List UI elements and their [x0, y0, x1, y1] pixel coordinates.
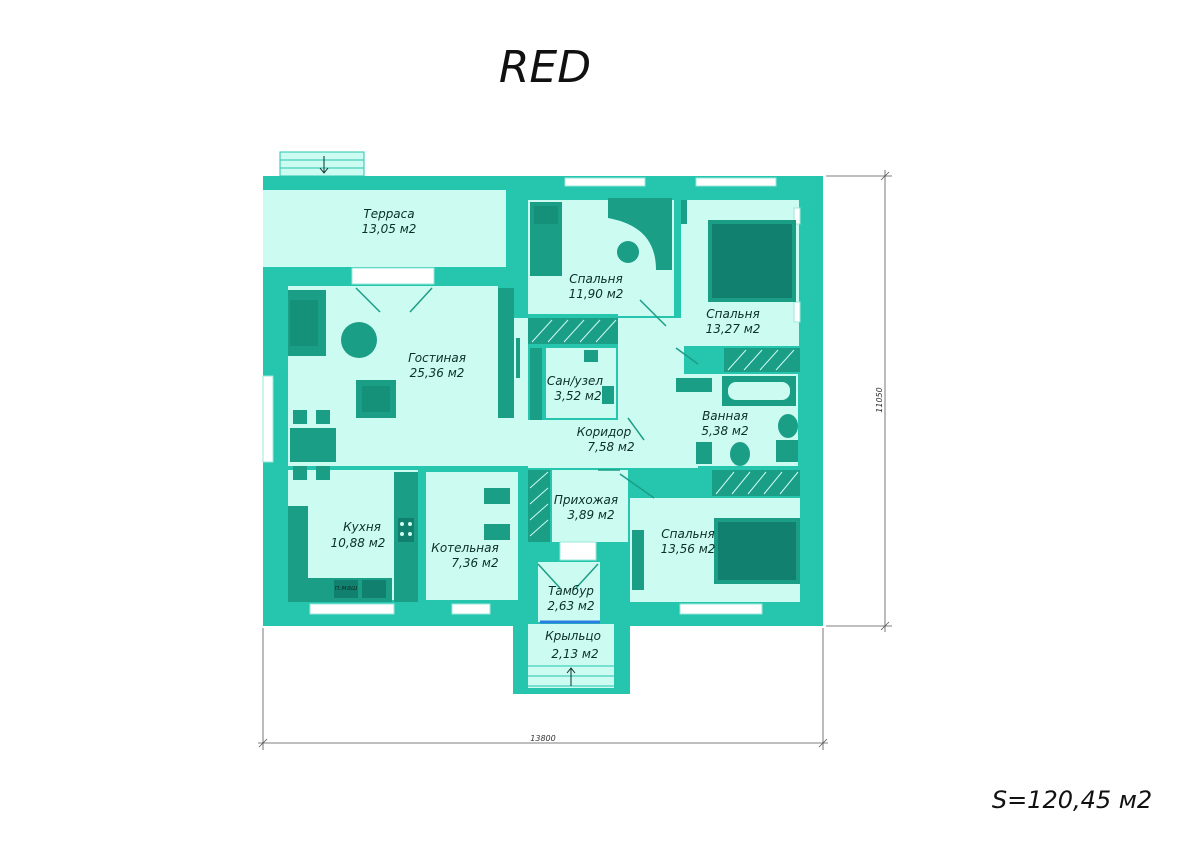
porch-steps — [528, 620, 614, 687]
dining-table — [290, 428, 336, 462]
room-area-kitchen: 10,88 м2 — [331, 536, 386, 550]
room-name-vestibule: Тамбур — [548, 584, 594, 598]
room-name-living-room: Гостиная — [408, 351, 466, 365]
terrace-steps — [279, 151, 365, 177]
sink — [778, 414, 798, 438]
room-area-terrace: 13,05 м2 — [362, 222, 417, 236]
room-name-bedroom-3: Спальня — [661, 527, 714, 541]
room-name-terrace: Терраса — [363, 207, 414, 221]
room-area-hallway: 3,89 м2 — [567, 508, 614, 522]
room-name-kitchen: Кухня — [343, 520, 381, 534]
dimension-lines — [258, 170, 892, 750]
width-dimension: 13800 — [530, 734, 555, 743]
room-name-bedroom-1: Спальня — [569, 272, 622, 286]
room-area-boiler-room: 7,36 м2 — [451, 556, 498, 570]
room-area-bedroom-3: 13,56 м2 — [661, 542, 716, 556]
room-area-bathroom: 5,38 м2 — [701, 424, 748, 438]
room-name-porch: Крыльцо — [545, 629, 601, 643]
room-area-bedroom-1: 11,90 м2 — [569, 287, 624, 301]
desk-chair — [617, 241, 639, 263]
furniture — [288, 198, 800, 602]
bath-toilet — [696, 442, 712, 464]
room-name-corridor: Коридор — [577, 425, 632, 439]
room-name-hallway: Прихожая — [554, 493, 618, 507]
corner-desk — [608, 198, 672, 270]
room-area-corridor: 7,58 м2 — [587, 440, 634, 454]
room-name-bedroom-2: Спальня — [706, 307, 759, 321]
boiler-1 — [484, 488, 510, 504]
appliance-label: п.маш — [335, 584, 358, 592]
room-name-boiler-room: Котельная — [431, 541, 498, 555]
plan-title: RED — [499, 42, 591, 93]
height-dimension: 11050 — [875, 387, 884, 412]
room-area-toilet: 3,52 м2 — [554, 389, 601, 403]
boiler-2 — [484, 524, 510, 540]
room-area-porch: 2,13 м2 — [551, 647, 598, 661]
toilet — [584, 350, 598, 362]
room-area-bedroom-2: 13,27 м2 — [706, 322, 761, 336]
room-name-toilet: Сан/узел — [547, 374, 603, 388]
room-labels: Терраса 13,05 м2 Спальня 11,90 м2 Спальн… — [331, 207, 761, 661]
round-table — [341, 322, 377, 358]
room-area-living-room: 25,36 м2 — [410, 366, 465, 380]
room-name-bathroom: Ванная — [702, 409, 748, 423]
room-area-vestibule: 2,63 м2 — [547, 599, 594, 613]
total-area: S=120,45 м2 — [992, 786, 1152, 814]
windows — [262, 177, 801, 615]
tv-cabinet — [498, 288, 514, 418]
